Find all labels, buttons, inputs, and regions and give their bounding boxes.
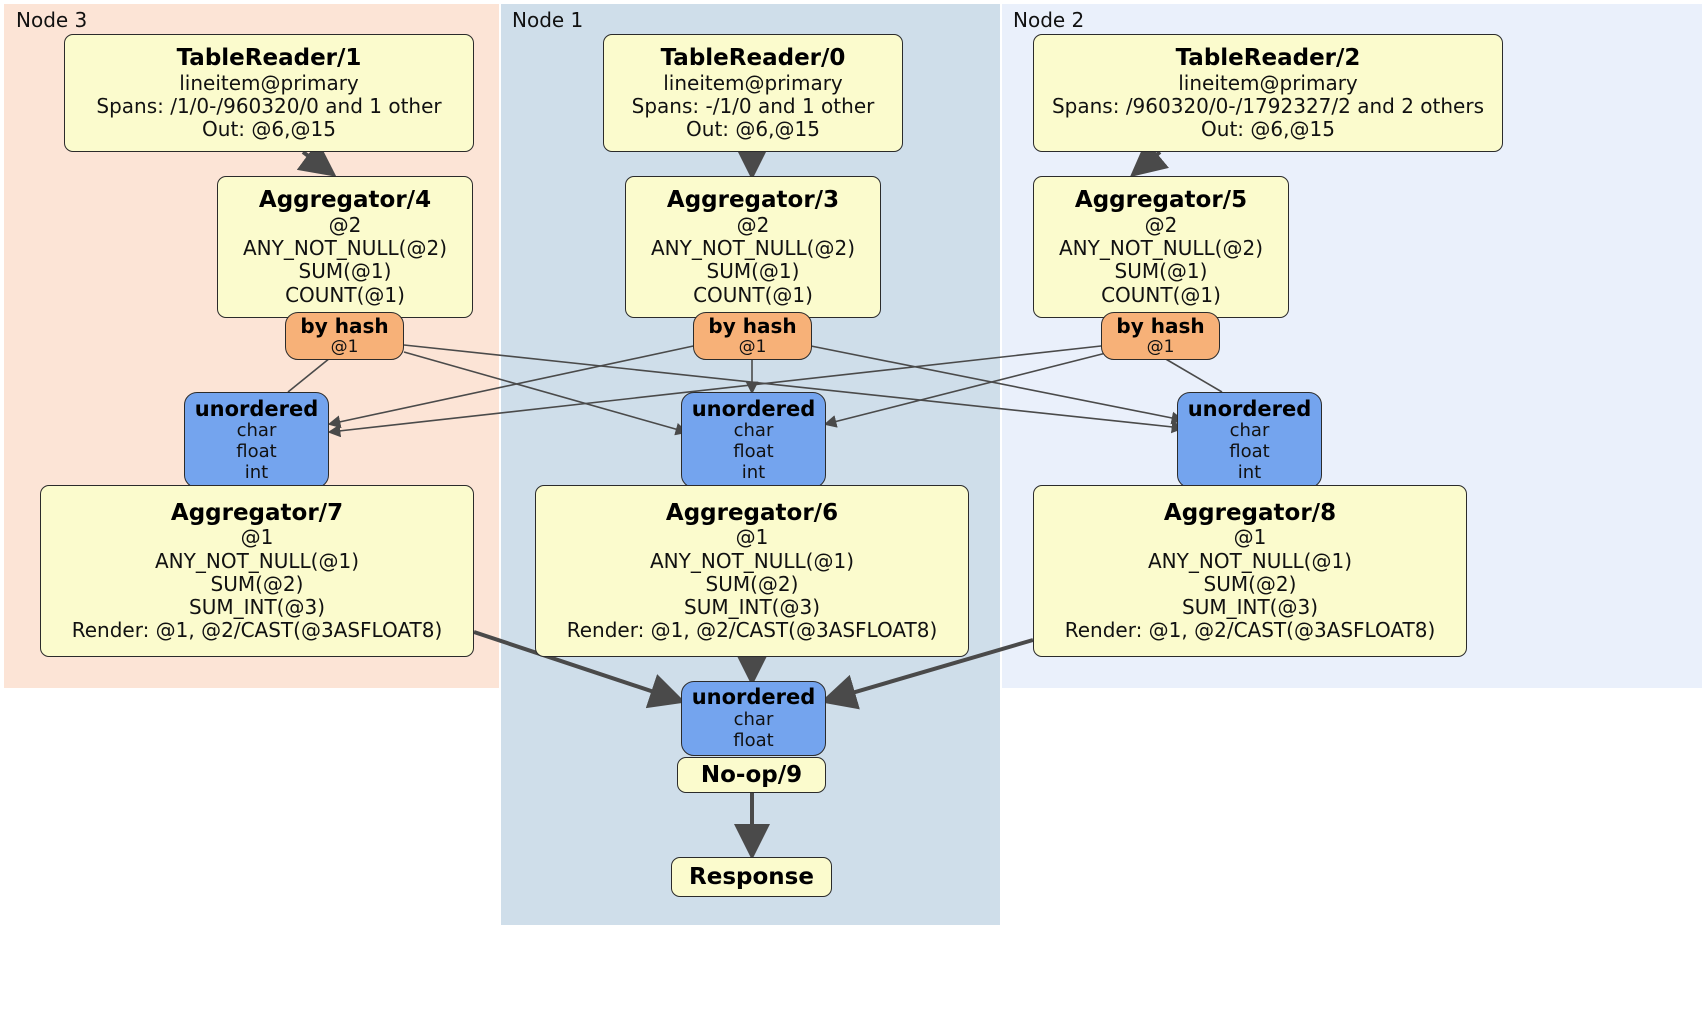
box-aggregator7[interactable]: Aggregator/7 @1 ANY_NOT_NULL(@1) SUM(@2)… — [40, 485, 474, 657]
box-aggregator5[interactable]: Aggregator/5 @2 ANY_NOT_NULL(@2) SUM(@1)… — [1033, 176, 1289, 318]
box-line: ANY_NOT_NULL(@1) — [155, 548, 359, 573]
sync-title: unordered — [194, 396, 319, 421]
box-line: Spans: -/1/0 and 1 other — [631, 93, 875, 118]
box-line: SUM(@2) — [210, 571, 304, 596]
box-response[interactable]: Response — [671, 857, 832, 897]
box-line: lineitem@primary — [179, 70, 359, 95]
box-title: Aggregator/4 — [258, 187, 432, 214]
box-line: COUNT(@1) — [693, 282, 813, 307]
box-title: Aggregator/3 — [666, 187, 840, 214]
box-title: TableReader/0 — [660, 44, 846, 71]
router-line: @1 — [330, 336, 359, 357]
sync-title: unordered — [691, 396, 816, 421]
box-line: SUM(@1) — [706, 259, 800, 284]
sync-title: unordered — [1187, 396, 1312, 421]
router-title: by hash — [1116, 313, 1205, 338]
box-aggregator6[interactable]: Aggregator/6 @1 ANY_NOT_NULL(@1) SUM(@2)… — [535, 485, 969, 657]
box-title: Aggregator/6 — [665, 499, 839, 526]
box-line: SUM(@2) — [705, 571, 799, 596]
box-tablereader2[interactable]: TableReader/2 lineitem@primary Spans: /9… — [1033, 34, 1503, 152]
box-line: @1 — [240, 525, 274, 550]
box-line: SUM_INT(@3) — [1182, 594, 1318, 619]
box-title: Aggregator/5 — [1074, 187, 1248, 214]
box-line: Spans: /1/0-/960320/0 and 1 other — [96, 93, 442, 118]
router-by-hash-node1[interactable]: by hash @1 — [693, 312, 812, 360]
box-line: Render: @1, @2/CAST(@3ASFLOAT8) — [566, 618, 938, 643]
sync-line: float — [236, 440, 277, 462]
sync-line: char — [733, 708, 774, 730]
box-line: @2 — [736, 212, 770, 237]
sync-line: float — [733, 440, 774, 462]
box-line: Spans: /960320/0-/1792327/2 and 2 others — [1051, 93, 1484, 118]
box-line: @1 — [735, 525, 769, 550]
box-aggregator3[interactable]: Aggregator/3 @2 ANY_NOT_NULL(@2) SUM(@1)… — [625, 176, 881, 318]
box-line: Render: @1, @2/CAST(@3ASFLOAT8) — [1064, 618, 1436, 643]
box-title: TableReader/1 — [176, 44, 362, 71]
box-aggregator8[interactable]: Aggregator/8 @1 ANY_NOT_NULL(@1) SUM(@2)… — [1033, 485, 1467, 657]
box-line: ANY_NOT_NULL(@1) — [1148, 548, 1352, 573]
router-by-hash-node2[interactable]: by hash @1 — [1101, 312, 1220, 360]
sync-line: char — [733, 419, 774, 441]
box-tablereader1[interactable]: TableReader/1 lineitem@primary Spans: /1… — [64, 34, 474, 152]
box-line: lineitem@primary — [1178, 70, 1358, 95]
box-line: ANY_NOT_NULL(@2) — [651, 236, 855, 261]
sync-unordered-node3[interactable]: unordered char float int — [184, 392, 329, 488]
sync-line: float — [1229, 440, 1270, 462]
box-line: SUM(@2) — [1203, 571, 1297, 596]
router-title: by hash — [708, 313, 797, 338]
box-title: Aggregator/7 — [170, 499, 344, 526]
box-line: Out: @6,@15 — [202, 116, 336, 141]
router-title: by hash — [300, 313, 389, 338]
box-line: SUM_INT(@3) — [684, 594, 820, 619]
box-line: ANY_NOT_NULL(@2) — [1059, 236, 1263, 261]
box-line: @1 — [1233, 525, 1267, 550]
sync-line: char — [236, 419, 277, 441]
box-line: ANY_NOT_NULL(@1) — [650, 548, 854, 573]
sync-unordered-final[interactable]: unordered char float — [681, 681, 826, 756]
box-line: COUNT(@1) — [285, 282, 405, 307]
box-line: SUM_INT(@3) — [189, 594, 325, 619]
box-line: Out: @6,@15 — [686, 116, 820, 141]
box-line: lineitem@primary — [663, 70, 843, 95]
box-noop9[interactable]: No-op/9 — [677, 757, 826, 793]
sync-line: int — [244, 461, 269, 483]
sync-unordered-node2[interactable]: unordered char float int — [1177, 392, 1322, 488]
node-panel-label-node3: Node 3 — [16, 8, 88, 32]
box-line: Out: @6,@15 — [1201, 116, 1335, 141]
node-panel-label-node2: Node 2 — [1013, 8, 1085, 32]
box-title: TableReader/2 — [1175, 44, 1361, 71]
node-panel-label-node1: Node 1 — [512, 8, 584, 32]
box-tablereader0[interactable]: TableReader/0 lineitem@primary Spans: -/… — [603, 34, 903, 152]
box-line: ANY_NOT_NULL(@2) — [243, 236, 447, 261]
sync-line: int — [1237, 461, 1262, 483]
box-title: Response — [689, 863, 814, 890]
box-line: COUNT(@1) — [1101, 282, 1221, 307]
box-line: SUM(@1) — [1114, 259, 1208, 284]
router-line: @1 — [1146, 336, 1175, 357]
router-line: @1 — [738, 336, 767, 357]
sync-unordered-node1[interactable]: unordered char float int — [681, 392, 826, 488]
box-line: Render: @1, @2/CAST(@3ASFLOAT8) — [71, 618, 443, 643]
box-line: @2 — [1144, 212, 1178, 237]
sync-line: char — [1229, 419, 1270, 441]
sync-title: unordered — [691, 685, 816, 710]
box-title: No-op/9 — [700, 761, 803, 788]
box-aggregator4[interactable]: Aggregator/4 @2 ANY_NOT_NULL(@2) SUM(@1)… — [217, 176, 473, 318]
box-title: Aggregator/8 — [1163, 499, 1337, 526]
box-line: @2 — [328, 212, 362, 237]
router-by-hash-node3[interactable]: by hash @1 — [285, 312, 404, 360]
sync-line: float — [733, 729, 774, 751]
sync-line: int — [741, 461, 766, 483]
box-line: SUM(@1) — [298, 259, 392, 284]
